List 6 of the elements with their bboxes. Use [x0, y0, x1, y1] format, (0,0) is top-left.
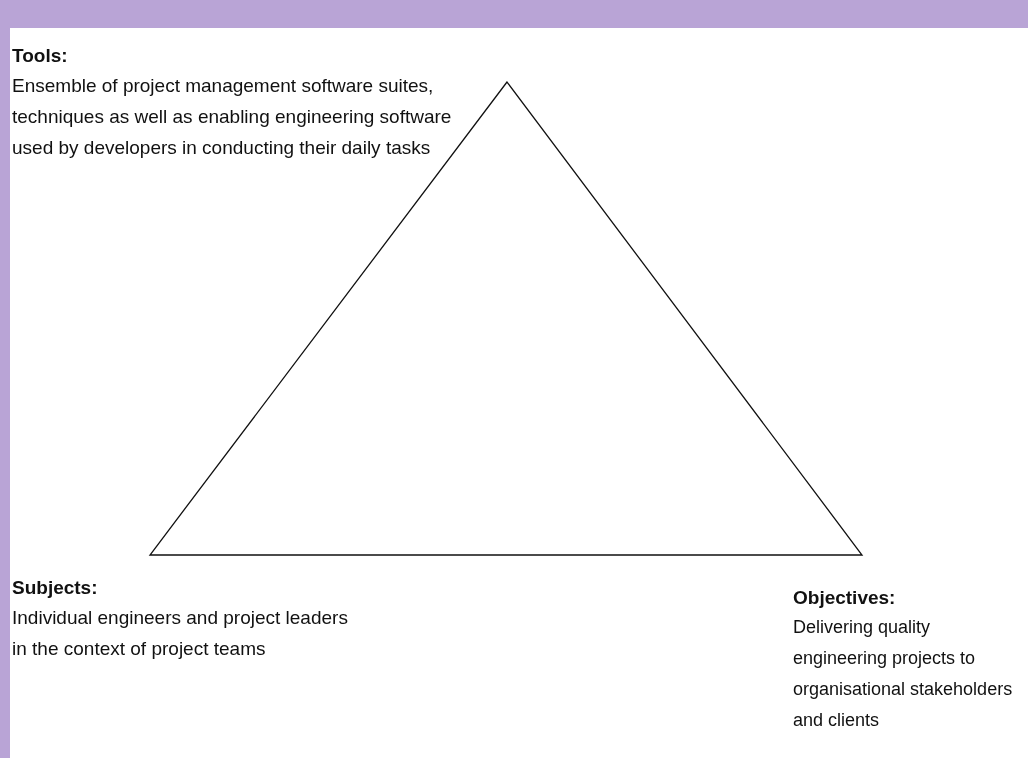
description: Delivering quality engineering projects to organisational stakeholders and clients [793, 616, 1014, 732]
description: Ensemble of project management software suites, techniques as well as enabling engineering software used by developers in conducting their daily tasks [12, 74, 452, 160]
heading: Subjects: [12, 576, 99, 600]
heading: Objectives: [793, 586, 897, 610]
heading: Tools: [12, 44, 69, 68]
description: Individual engineers and project leaders in the context of project teams [12, 606, 349, 661]
